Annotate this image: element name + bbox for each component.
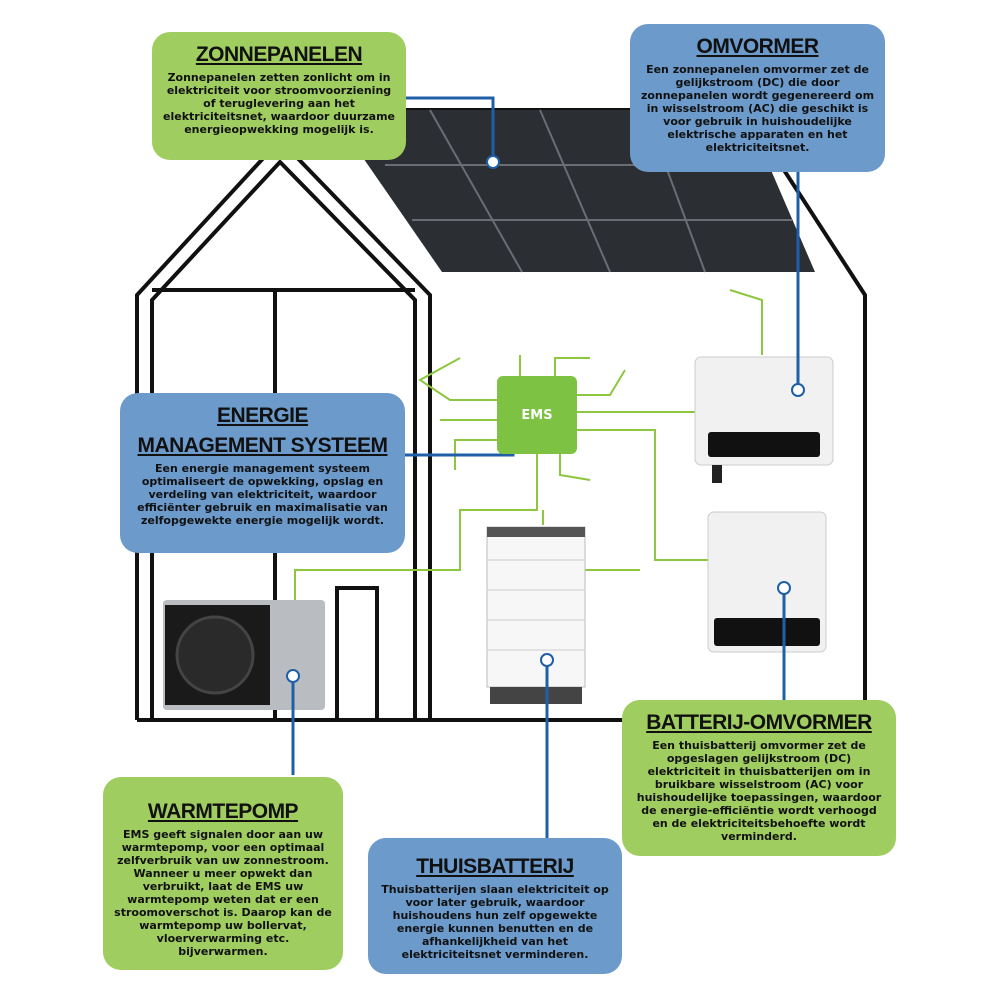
batterij-omvormer-card: BATTERIJ-OMVORMER Een thuisbatterij omvo… — [622, 700, 896, 856]
thuisbatterij-card: THUISBATTERIJ Thuisbatterijen slaan elek… — [368, 838, 622, 974]
thuisbatterij-text: Thuisbatterijen slaan elektriciteit op v… — [381, 883, 609, 961]
ems-title-line2: MANAGEMENT SYSTEEM — [137, 434, 388, 458]
warmtepomp-text: EMS geeft signalen door aan uw warmtepom… — [114, 828, 332, 958]
omvormer-card: OMVORMER Een zonnepanelen omvormer zet d… — [630, 24, 885, 172]
ems-card: ENERGIE MANAGEMENT SYSTEEM Een energie m… — [120, 393, 405, 553]
home-battery — [486, 526, 586, 688]
ems-text: Een energie management systeem optimalis… — [137, 462, 388, 527]
zonnepanelen-card: ZONNEPANELEN Zonnepanelen zetten zonlich… — [152, 32, 406, 160]
omvormer-text: Een zonnepanelen omvormer zet de gelijks… — [640, 63, 875, 154]
ems-chip: EMS — [497, 376, 577, 454]
batterij-omvormer-text: Een thuisbatterij omvormer zet de opgesl… — [636, 739, 882, 843]
ems-title-line1: ENERGIE — [216, 404, 309, 427]
batterij-omvormer-title: BATTERIJ-OMVORMER — [646, 711, 872, 734]
zonnepanelen-text: Zonnepanelen zetten zonlicht om in elekt… — [163, 71, 395, 136]
warmtepomp-title: WARMTEPOMP — [147, 800, 299, 823]
thuisbatterij-title: THUISBATTERIJ — [416, 855, 574, 878]
omvormer-title: OMVORMER — [696, 35, 820, 58]
battery-inverter — [707, 511, 827, 653]
warmtepomp-card: WARMTEPOMP EMS geeft signalen door aan u… — [103, 777, 343, 970]
zonnepanelen-title: ZONNEPANELEN — [195, 43, 363, 66]
